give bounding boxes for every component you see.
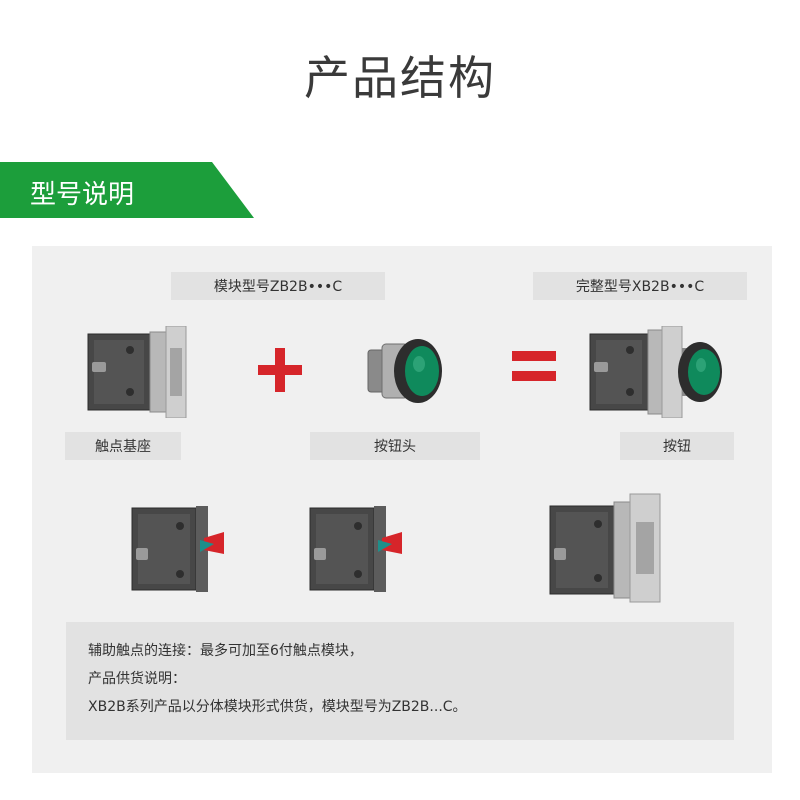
note-line: 产品供货说明： [88, 671, 186, 687]
contact-base-image [87, 326, 187, 418]
button-head-image [367, 339, 442, 403]
module-model-label: 模块型号ZB2B•••C [171, 272, 385, 300]
page-title: 产品结构 [304, 51, 496, 105]
mounted-contact-module-image [549, 493, 661, 603]
equals-icon [512, 351, 556, 381]
note-line: 辅助触点的连接：最多可加至6付触点模块， [88, 643, 363, 659]
contact-module-image [131, 506, 224, 592]
section-title: 型号说明 [30, 180, 135, 210]
full-model-label: 完整型号XB2B•••C [533, 272, 747, 300]
button-head-label: 按钮头 [310, 432, 480, 460]
notes-box: 辅助触点的连接：最多可加至6付触点模块， 产品供货说明： XB2B系列产品以分体… [66, 622, 734, 740]
contact-base-label: 触点基座 [65, 432, 181, 460]
section-banner: 型号说明 [0, 162, 254, 218]
contact-module-image [309, 506, 402, 592]
button-label: 按钮 [620, 432, 734, 460]
note-line: XB2B系列产品以分体模块形式供货，模块型号为ZB2B...C。 [88, 699, 467, 715]
complete-button-image [589, 326, 722, 418]
plus-icon [258, 348, 302, 392]
